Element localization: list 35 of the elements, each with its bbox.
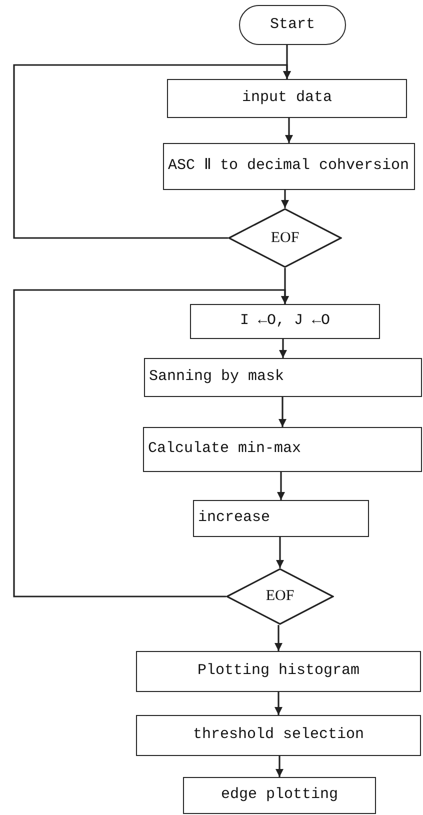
process-box [167,79,407,118]
process-box [143,427,422,472]
step-label: Start [270,16,315,34]
step-label: threshold selection [192,726,364,745]
arrow [276,537,284,568]
arrow [13,64,291,239]
process-box [193,500,369,537]
arrow [274,692,282,715]
step-label: increase [198,509,270,528]
step-label: edge plotting [220,786,338,805]
terminal-box [239,5,346,45]
process-box [144,358,422,397]
arrow [276,756,284,777]
decision-diamond [226,568,334,625]
step-label: Calculate min-max [148,440,302,459]
arrow [13,289,289,598]
step-label: Plotting histogram [197,662,360,681]
step-label: EOF [270,228,300,248]
step-label: Sanning by mask [149,368,284,387]
arrow [281,190,289,208]
step-label: input data [242,89,332,108]
step-label: EOF [266,587,294,606]
arrow [279,339,287,358]
process-box [190,304,380,339]
step-label: ASC Ⅱ to decimal cohversion [168,157,410,176]
arrow [274,625,282,651]
process-box [136,651,421,692]
arrow [285,118,293,143]
process-box [136,715,421,756]
decision-diamond [228,208,342,268]
arrow [278,397,286,427]
process-box [183,777,376,814]
process-box [163,143,415,190]
step-label: I ←O, J ←O [240,312,330,331]
arrow [277,472,285,500]
